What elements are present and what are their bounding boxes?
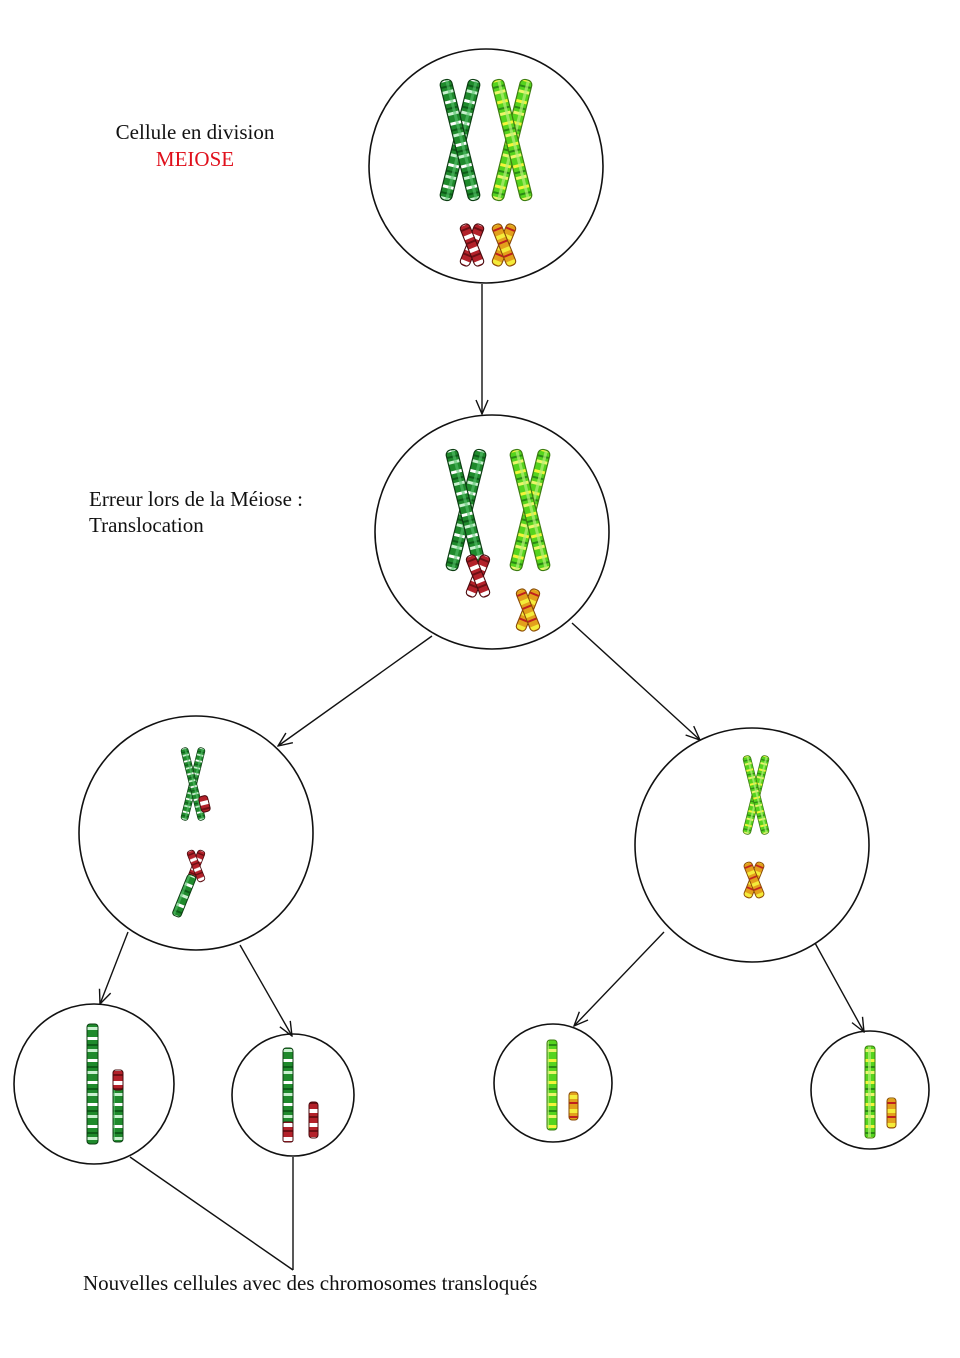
arrow-to-gamete-1 <box>100 931 129 1004</box>
chromosome-pair-lightgreen-right <box>742 755 769 835</box>
label-meiosis: MEIOSE <box>155 147 235 171</box>
chromosome-pair-orange-2 <box>515 588 541 633</box>
chromosome-pair-green-1 <box>439 78 481 201</box>
cell-gamete-2 <box>231 1033 355 1157</box>
chromosome-pair-red-1 <box>459 223 485 268</box>
cell-gamete-1 <box>13 1003 175 1165</box>
cell-meiosis <box>368 48 604 284</box>
arrow-to-gamete-4 <box>814 942 864 1032</box>
label-cell-division: Cellule en division <box>115 120 275 144</box>
chromosome-red-translocated-left <box>172 849 206 918</box>
arrow-to-left-cell <box>278 635 433 746</box>
label-translocation: Translocation <box>89 513 204 537</box>
arrow-to-right-cell <box>571 622 700 740</box>
cell-daughter-right <box>634 727 870 963</box>
chromosome-pair-lightgreen-2 <box>509 448 551 571</box>
label-error: Erreur lors de la Méiose : <box>89 487 304 511</box>
chromosome-pair-lightgreen-1 <box>491 78 533 201</box>
chromosome-pair-green-2 <box>445 448 487 571</box>
cell-gamete-3 <box>493 1023 613 1143</box>
gamete-1-chromosomes <box>86 1023 124 1145</box>
cell-daughter-left <box>78 715 314 951</box>
pointer-line-1 <box>129 1156 294 1271</box>
gamete-4-chromosomes <box>864 1045 897 1139</box>
chromosome-pair-orange-right <box>743 861 765 899</box>
cell-translocation <box>374 414 610 650</box>
gamete-2-chromosomes <box>282 1047 319 1143</box>
cell-gamete-4 <box>810 1030 930 1150</box>
label-new-cells: Nouvelles cellules avec des chromosomes … <box>83 1271 538 1295</box>
chromosome-pair-orange-1 <box>491 223 517 268</box>
gamete-3-chromosomes <box>546 1039 579 1131</box>
chromosome-green-translocated-left <box>180 746 211 822</box>
arrow-to-gamete-3 <box>574 931 665 1026</box>
arrow-to-gamete-2 <box>239 944 292 1036</box>
